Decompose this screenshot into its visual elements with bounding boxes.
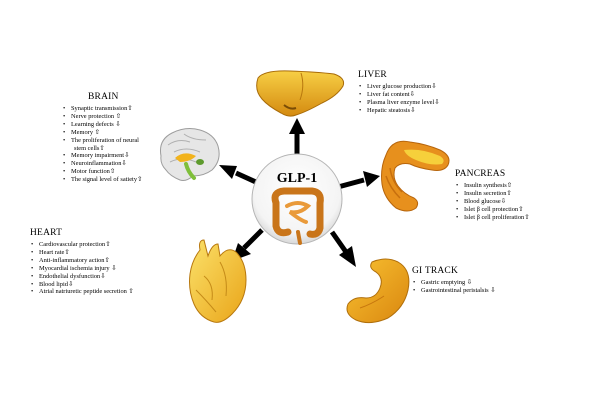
heart-effect-item: Endothelial dysfunction⇩ [30, 273, 134, 281]
gi-effect-item: Gastrointestinal peristalsis ⇩ [412, 287, 496, 295]
pancreas-effect-item: Blood glucose⇩ [455, 198, 530, 206]
heart-effects-list: Cardiovascular protection⇧ Heart rate⇧ A… [30, 241, 134, 296]
brain-effect-item: Nerve protection ⇧ [62, 113, 142, 121]
gi-effect-item: Gastric emptying ⇩ [412, 279, 496, 287]
liver-title: LIVER [358, 70, 387, 80]
brain-effect-item: The signal level of satiety⇧ [62, 176, 142, 184]
pancreas-effect-item: Insulin synthesis⇧ [455, 182, 530, 190]
heart-effect-item: Cardiovascular protection⇧ [30, 241, 134, 249]
heart-icon [189, 239, 247, 323]
brain-effect-item-continuation: stem cells⇧ [74, 144, 105, 152]
pancreas-effect-item: Islet β cell proliferation⇧ [455, 214, 530, 222]
heart-effect-item: Atrial natriuretic peptide secretion ⇧ [30, 288, 134, 296]
brain-effect-item: Memory ⇧ [62, 129, 142, 137]
brain-icon [160, 128, 220, 181]
liver-effect-item: Liver fat content⇩ [358, 91, 440, 99]
gi-title: GI TRACK [412, 266, 459, 276]
brain-panel: BRAIN Synaptic transmission⇧ Nerve prote… [62, 92, 142, 184]
liver-icon [256, 70, 345, 117]
pancreas-effect-item: Insulin secretion⇧ [455, 190, 530, 198]
arrow-to-gi [329, 230, 356, 267]
heart-effect-item: Myocardial ischemia injury ⇩ [30, 265, 134, 273]
pancreas-title: PANCREAS [455, 169, 506, 179]
stomach-icon [346, 258, 410, 324]
pancreas-effects-list: Insulin synthesis⇧ Insulin secretion⇧ Bl… [455, 182, 530, 222]
center-label-glp1: GLP-1 [276, 171, 318, 186]
heart-effect-item: Blood lipid⇩ [30, 281, 134, 289]
brain-effects-list: Synaptic transmission⇧ Nerve protection … [62, 105, 142, 184]
brain-effect-item: Learning defects ⇩ [62, 121, 142, 129]
pancreas-panel: PANCREAS Insulin synthesis⇧ Insulin secr… [455, 169, 530, 222]
brain-title: BRAIN [88, 92, 119, 102]
brain-effect-item: Memory impairment⇩ [62, 152, 142, 160]
liver-effects-list: Liver glucose production⇩ Liver fat cont… [358, 83, 440, 115]
gi-effects-list: Gastric emptying ⇩ Gastrointestinal peri… [412, 279, 496, 295]
gi-panel: GI TRACK Gastric emptying ⇩ Gastrointest… [412, 266, 496, 295]
brain-effect-item: Motor function⇧ [62, 168, 142, 176]
heart-effect-item: Anti-inflammatory action⇧ [30, 257, 134, 265]
pancreas-effect-item: Islet β cell protection⇧ [455, 206, 530, 214]
heart-effect-item: Heart rate⇧ [30, 249, 134, 257]
arrow-to-pancreas [337, 171, 380, 190]
brain-effect-item: Synaptic transmission⇧ [62, 105, 142, 113]
heart-title: HEART [30, 228, 63, 238]
liver-effect-item: Hepatic steatosis⇩ [358, 107, 440, 115]
brain-effect-item: Neuroinflammation⇩ [62, 160, 142, 168]
liver-effect-item: Plasma liver enzyme level⇩ [358, 99, 440, 107]
liver-effect-item: Liver glucose production⇩ [358, 83, 440, 91]
arrow-to-brain [219, 165, 260, 186]
liver-panel: LIVER Liver glucose production⇩ Liver fa… [358, 70, 440, 115]
heart-panel: HEART Cardiovascular protection⇧ Heart r… [30, 228, 134, 296]
pancreas-icon [381, 140, 450, 212]
brain-effect-item: The proliferation of neural [62, 137, 142, 145]
intestine-icon [271, 187, 324, 245]
